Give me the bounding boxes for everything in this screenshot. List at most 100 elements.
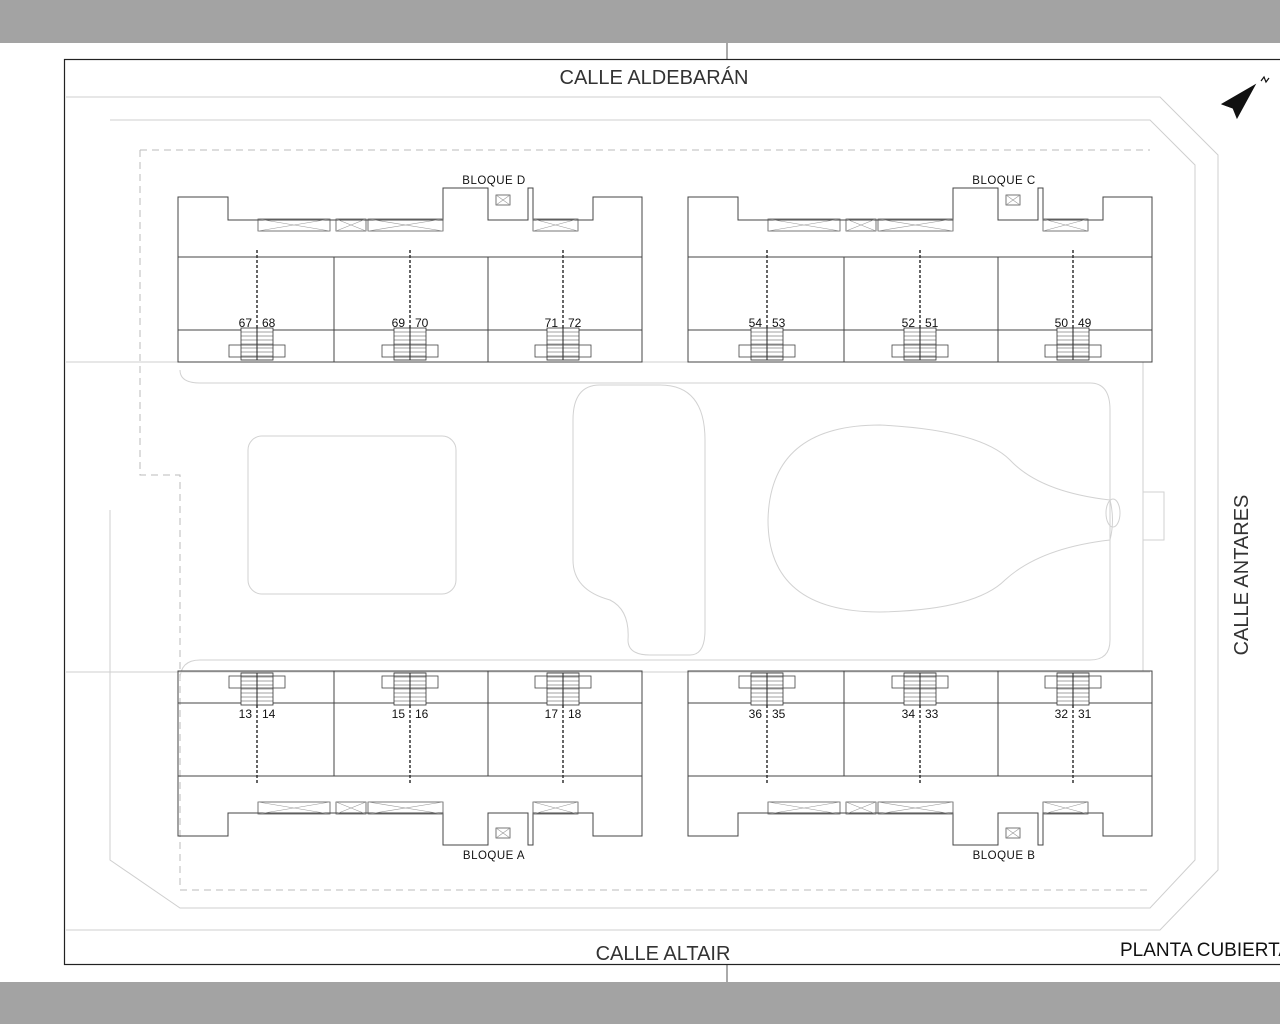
block-label-a: BLOQUE A [463,850,525,862]
equipment-cross [532,218,579,232]
north-arrow-icon [1220,75,1270,120]
rooftop-equipment [877,801,954,815]
rooftop-equipment [1042,218,1089,232]
equipment-cross [845,801,877,815]
rooftop-equipment [1042,801,1089,815]
rooftop-equipment [367,801,444,815]
unit-number-13: 13 [239,707,253,721]
equipment-cross [767,801,841,815]
unit-number-52: 52 [902,316,916,330]
equipment-cross [367,218,444,232]
block-outline [177,187,643,363]
equipment-cross [257,218,331,232]
equipment-cross [532,801,579,815]
unit-number-54: 54 [749,316,763,330]
stair-icon [381,327,439,361]
block-b [687,670,1153,846]
drawing-frame [63,58,1280,966]
unit-number-71: 71 [545,316,559,330]
equipment-cross [1042,801,1089,815]
block-outline [177,670,643,846]
block-outline [687,670,1153,846]
equipment-cross [877,801,954,815]
block-outline [687,187,1153,363]
block-c [687,187,1153,363]
rooftop-equipment [845,801,877,815]
drawing-title: PLANTA CUBIERTA [1120,940,1280,961]
rooftop-equipment [335,218,367,232]
equipment-cross [1005,194,1021,206]
unit-number-49: 49 [1078,316,1092,330]
blocks-layer: 67 68 69 70 71 72 BLOQUE D 54 53 52 51 50 49 BLOQUE C… [177,175,1153,862]
stair-icon [738,327,796,361]
equipment-cross [367,801,444,815]
rooftop-equipment [767,218,841,232]
unit-number-32: 32 [1055,707,1069,721]
unit-number-33: 33 [925,707,939,721]
rooftop-equipment [257,218,331,232]
rooftop-equipment [532,801,579,815]
stair-icon [228,327,286,361]
unit-number-14: 14 [262,707,276,721]
street-label-north: CALLE ALDEBARÁN [560,66,749,89]
unit-number-34: 34 [902,707,916,721]
street-label-south: CALLE ALTAIR [596,943,731,965]
unit-number-51: 51 [925,316,939,330]
street-label-east: CALLE ANTARES [1231,495,1253,656]
unit-number-72: 72 [568,316,582,330]
viewer-top-bar [0,0,1280,43]
block-label-b: BLOQUE B [973,850,1036,862]
unit-number-17: 17 [545,707,559,721]
stair-icon [738,672,796,706]
unit-number-53: 53 [772,316,786,330]
rooftop-equipment [1005,194,1021,206]
equipment-cross [877,218,954,232]
unit-number-70: 70 [415,316,429,330]
viewer-bottom-bar [0,982,1280,1024]
stair-icon [534,327,592,361]
rooftop-equipment [335,801,367,815]
stair-icon [1044,672,1102,706]
rooftop-equipment [767,801,841,815]
stair-icon [228,672,286,706]
garden-paths [179,369,1165,681]
equipment-cross [1005,827,1021,839]
block-label-d: BLOQUE D [462,175,525,187]
stair-icon [381,672,439,706]
stair-icon [891,672,949,706]
stair-icon [1044,327,1102,361]
unit-number-50: 50 [1055,316,1069,330]
stair-icon [891,327,949,361]
block-a [177,670,643,846]
equipment-cross [1042,218,1089,232]
rooftop-equipment [845,218,877,232]
unit-number-31: 31 [1078,707,1092,721]
rooftop-equipment [1005,827,1021,839]
equipment-cross [257,801,331,815]
rooftop-equipment [257,801,331,815]
rooftop-equipment [495,827,511,839]
equipment-cross [495,194,511,206]
equipment-cross [335,218,367,232]
unit-number-15: 15 [392,707,406,721]
equipment-cross [495,827,511,839]
stair-icon [534,672,592,706]
rooftop-equipment [367,218,444,232]
rooftop-equipment [495,194,511,206]
unit-number-35: 35 [772,707,786,721]
unit-number-68: 68 [262,316,276,330]
unit-number-69: 69 [392,316,406,330]
equipment-cross [845,218,877,232]
plot-dashed-boundary [139,149,1150,891]
block-d [177,187,643,363]
unit-number-36: 36 [749,707,763,721]
rooftop-equipment [532,218,579,232]
equipment-cross [335,801,367,815]
unit-number-18: 18 [568,707,582,721]
unit-number-67: 67 [239,316,253,330]
plan-sheet [0,43,1280,982]
equipment-cross [767,218,841,232]
block-label-c: BLOQUE C [972,175,1035,187]
rooftop-equipment [877,218,954,232]
